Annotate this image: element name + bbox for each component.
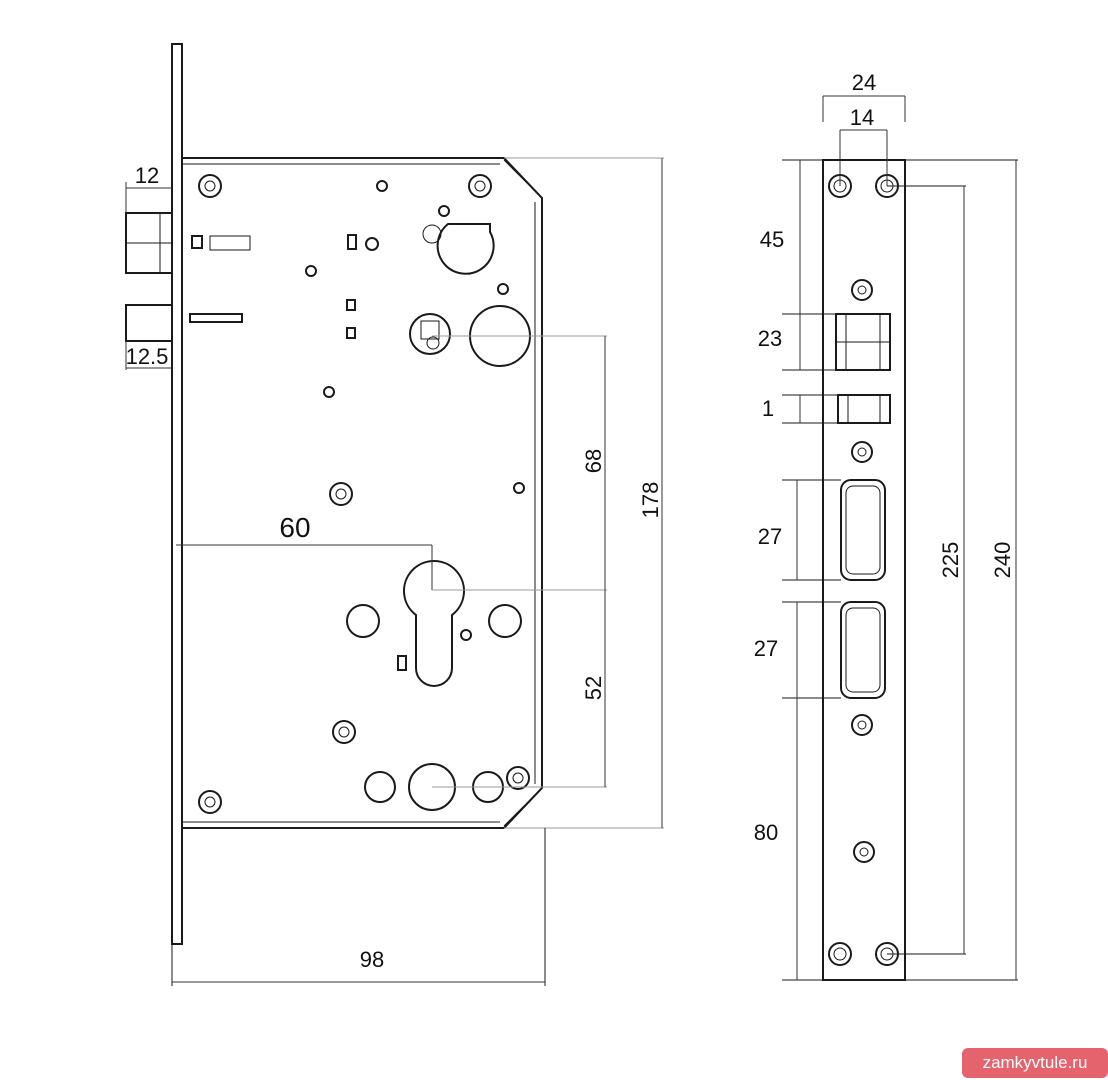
dim-latch-height: 23 — [758, 326, 782, 351]
dim-deadbolt-width: 12.5 — [126, 344, 169, 369]
dim-backset: 60 — [279, 512, 310, 543]
dim-case-depth: 98 — [360, 947, 384, 972]
screw-hole — [468, 174, 492, 198]
dim-top-offset: 45 — [760, 227, 784, 252]
dim-spindle-lower: 52 — [581, 676, 606, 700]
lock-technical-drawing: 12 12.5 60 68 52 178 98 — [125, 43, 1018, 986]
dead-bolt — [125, 304, 173, 342]
handle-spindle — [409, 313, 451, 355]
screw-hole — [506, 766, 530, 790]
dim-bottom-offset: 80 — [754, 820, 778, 845]
lock-body-front-view: 12 12.5 60 68 52 178 98 — [125, 43, 664, 986]
screw-hole — [198, 174, 222, 198]
dim-spindle-upper: 68 — [581, 449, 606, 473]
trigger-window — [837, 394, 891, 424]
dim-outer-width: 24 — [852, 70, 876, 95]
upper-follower — [436, 223, 495, 275]
lock-case-outline — [182, 157, 543, 829]
cylinder-cutout — [403, 560, 465, 687]
dim-lower-bolt: 27 — [754, 636, 778, 661]
faceplate-outline — [822, 159, 906, 981]
lower-bolt-window — [840, 601, 886, 699]
dim-total-length: 240 — [990, 542, 1015, 579]
screw-hole — [329, 482, 353, 506]
upper-bolt-window — [840, 479, 886, 581]
dim-hole-spacing: 225 — [938, 542, 963, 579]
dim-gap: 1 — [762, 396, 774, 421]
watermark-badge: zamkyvtule.ru — [962, 1048, 1108, 1078]
forend-plate — [171, 43, 183, 945]
dim-upper-bolt: 27 — [758, 524, 782, 549]
dim-inner-width: 14 — [850, 105, 874, 130]
screw-hole — [332, 720, 356, 744]
dim-latch-width: 12 — [135, 163, 159, 188]
dim-case-height: 178 — [638, 482, 663, 519]
screw-hole — [198, 790, 222, 814]
faceplate-side-view: 24 14 45 23 1 27 27 80 225 — [754, 70, 1018, 981]
